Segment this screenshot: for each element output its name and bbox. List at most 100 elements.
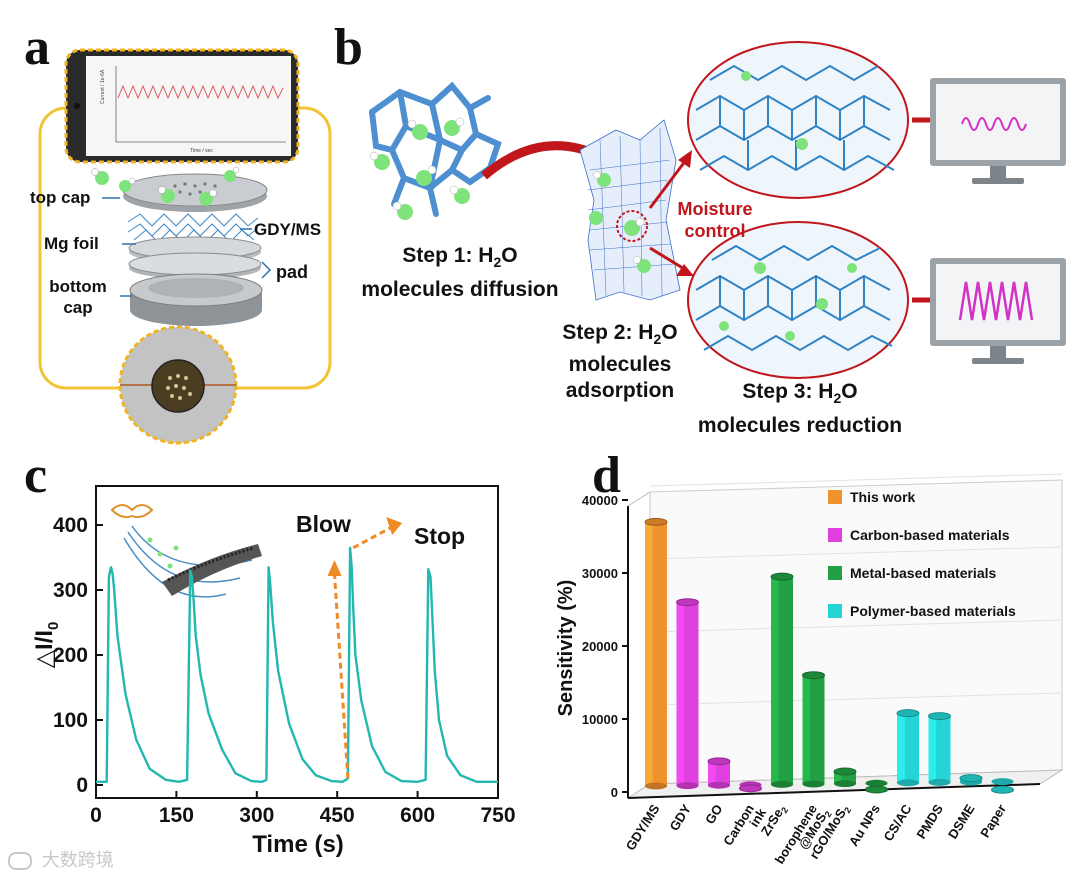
bar-cap	[833, 767, 857, 776]
gdy-ms-layer	[127, 213, 259, 243]
x-tick-label: 750	[480, 804, 515, 827]
bar-GDY/MS	[644, 517, 668, 790]
label-bottom-cap: bottom cap	[49, 277, 107, 317]
label-mg-foil: Mg foil	[44, 234, 99, 253]
blow-arrow	[333, 573, 350, 779]
bar-cap	[991, 785, 1014, 794]
x-tick-label: Paper	[977, 802, 1009, 841]
x-tick-label: PMDS	[913, 801, 946, 841]
y-tick-label: 200	[53, 644, 88, 667]
bar-highlight	[708, 761, 716, 786]
breath-illustration	[110, 504, 262, 598]
bar-highlight	[897, 713, 905, 783]
bar-base	[865, 779, 888, 787]
y-tick-label: 40000	[582, 493, 618, 508]
bar-rGO/MoS2	[833, 767, 857, 788]
x-tick-label: GDY/MS	[623, 801, 663, 853]
x-tick-label: GO	[702, 802, 725, 827]
panel-label-a: a	[24, 19, 50, 76]
bar-highlight	[676, 602, 685, 786]
legend-swatch	[828, 528, 842, 542]
bar-cap	[707, 757, 731, 766]
legend-item: This work	[828, 489, 916, 505]
bar-cap	[770, 572, 794, 581]
bar-Au NPs	[865, 779, 888, 794]
stop-arrow	[352, 526, 391, 550]
annotation-stop: Stop	[414, 523, 465, 549]
phone-camera	[74, 103, 80, 109]
bar-base	[897, 779, 919, 787]
legend-swatch	[828, 490, 842, 504]
label-gdy-ms: GDY/MS	[254, 220, 322, 239]
watermark: 大数跨境	[8, 846, 114, 872]
bar-cap	[959, 774, 983, 783]
back-wall	[649, 479, 1063, 785]
step1-text: Step 1: H2O molecules diffusion	[361, 244, 559, 302]
bar-base	[834, 780, 856, 788]
bar-base	[802, 780, 825, 788]
step2-text: Step 2: H2O molecules adsorption	[562, 321, 678, 403]
water-molecules	[91, 166, 240, 206]
panel-a-figure: Current / 1e-6A Time / sec	[38, 48, 332, 445]
y-tick-label: 0	[611, 785, 618, 800]
phone-screen	[86, 56, 291, 156]
bar-CS/AC	[896, 709, 920, 787]
bar-GDY	[676, 598, 699, 790]
legend-swatch	[828, 566, 842, 580]
x-tick-label: 300	[239, 804, 274, 827]
stop-arrowhead	[386, 517, 403, 535]
bar-highlight	[834, 771, 842, 784]
panel-b-figure	[369, 41, 1066, 379]
x-tick-label: CS/AC	[880, 801, 914, 844]
bar-cap	[865, 785, 888, 794]
y-tick-label: 400	[53, 514, 88, 537]
bar-cap	[739, 784, 762, 793]
bar-base	[991, 778, 1014, 786]
chart-c-xlabel: Time (s)	[252, 831, 344, 858]
bar-Paper	[991, 778, 1014, 794]
y-tick-label: 300	[53, 579, 88, 602]
pad	[128, 252, 262, 276]
label-top-cap: top cap	[30, 188, 91, 207]
legend-item: Metal-based materials	[828, 565, 996, 581]
reduction-low-zoom	[687, 41, 909, 199]
chart-c-series-line	[96, 546, 498, 783]
x-tick-label: Au NPs	[846, 802, 883, 849]
bar-PMDS	[928, 712, 951, 786]
panel-label-d: d	[592, 447, 621, 504]
bar-base	[708, 781, 730, 789]
bar-base	[645, 782, 667, 790]
step2-water	[589, 171, 651, 273]
bar-borophene @MoS2	[802, 671, 825, 788]
gridline	[649, 619, 1063, 633]
y-tick-label: 30000	[582, 566, 618, 581]
y-tick-label: 20000	[582, 639, 618, 654]
panel-label-c: c	[24, 447, 48, 504]
blow-arrowhead	[327, 560, 342, 576]
reduction-high-zoom	[687, 221, 909, 379]
phone-ylabel: Current / 1e-6A	[100, 69, 106, 104]
bar-highlight	[645, 521, 653, 786]
x-tick-label: 600	[400, 804, 435, 827]
step1-network	[369, 81, 502, 217]
bar-base	[771, 780, 793, 788]
legend-swatch	[828, 604, 842, 618]
step1-water	[369, 117, 470, 220]
monitor-top	[930, 78, 1066, 184]
bar-Carbon ink	[739, 781, 762, 793]
chart-c-ylabel: △I/I0	[31, 622, 62, 669]
panel-label-b: b	[334, 19, 363, 76]
bar-cap	[676, 598, 699, 607]
label-pad: pad	[276, 262, 309, 282]
bar-cap	[928, 712, 951, 721]
legend-label: Polymer-based materials	[850, 603, 1016, 619]
bar-base	[928, 778, 951, 786]
bar-cap	[896, 709, 920, 718]
step3-text: Step 3: H2O molecules reduction	[697, 380, 903, 438]
monitor-bottom	[930, 258, 1066, 364]
gridline	[649, 692, 1063, 706]
gridline	[649, 546, 1063, 560]
bar-highlight	[771, 576, 779, 785]
